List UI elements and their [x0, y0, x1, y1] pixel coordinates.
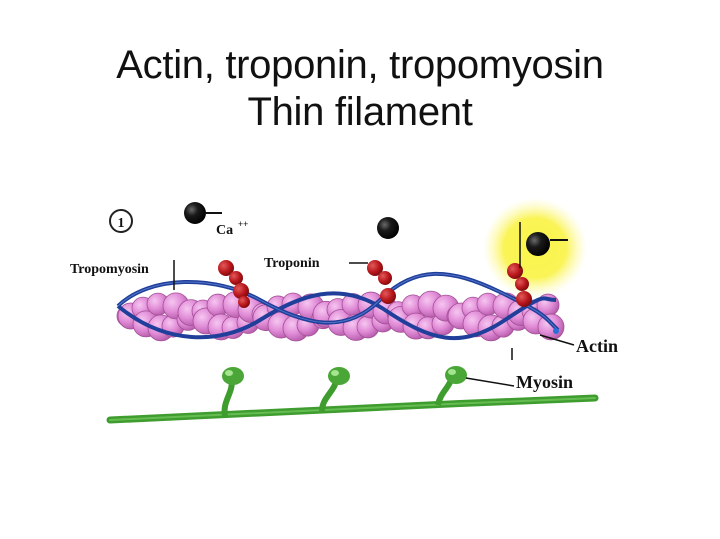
step-marker: 1 [109, 209, 133, 233]
calcium-ion-2 [377, 217, 399, 239]
slide-title: Actin, troponin, tropomyosin Thin filame… [0, 42, 720, 136]
myosin-head-1 [221, 367, 244, 417]
label-actin: Actin [511, 334, 618, 360]
actin-label: Actin [576, 336, 618, 356]
actin [116, 290, 565, 342]
calcium-ion-1 [184, 202, 206, 224]
step-number: 1 [118, 216, 125, 231]
troponin-complex-2 [367, 260, 396, 304]
tropomyosin-label: Tropomyosin [70, 262, 149, 277]
myosin [106, 366, 599, 424]
tropomyosin [116, 271, 560, 341]
label-calcium: Ca ++ [216, 219, 248, 238]
calcium-ion-bound [526, 232, 550, 256]
myosin-head-3 [435, 366, 467, 406]
calcium-ions [184, 202, 568, 268]
myosin-label: Myosin [516, 372, 573, 392]
title-line-2: Thin filament [247, 90, 473, 134]
troponin-label: Troponin [264, 256, 320, 271]
calcium-label: Ca [216, 223, 233, 238]
troponin-complex-3 [507, 263, 532, 307]
label-myosin: Myosin [465, 372, 573, 392]
myosin-head-2 [319, 367, 350, 412]
label-tropomyosin: Tropomyosin [70, 260, 175, 290]
title-line-1: Actin, troponin, tropomyosin [116, 43, 604, 87]
calcium-charge-label: ++ [238, 219, 248, 229]
troponin-complex-1 [218, 260, 250, 308]
label-troponin: Troponin [264, 256, 368, 271]
